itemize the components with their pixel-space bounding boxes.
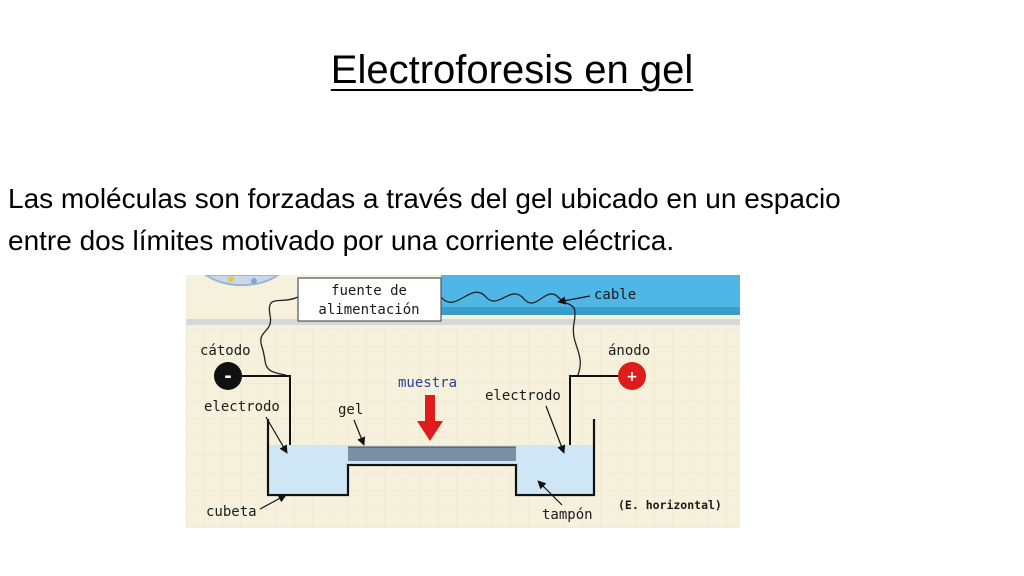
anode-terminal-icon: [618, 362, 646, 390]
sample-label: muestra: [398, 375, 457, 391]
gel-pointer: [353, 419, 366, 446]
electrode-right-pointer: [545, 405, 566, 454]
cable-left-wire: [260, 296, 299, 376]
body-line-2: entre dos límites motivado por una corri…: [8, 225, 675, 256]
tank-label: cubeta: [206, 504, 257, 520]
gel-slab: [348, 447, 516, 461]
slide-title: Electroforesis en gel: [330, 48, 694, 92]
sample-arrow-icon: [417, 395, 443, 441]
inner-frame: [186, 319, 740, 325]
decorative-cell-icon: [204, 275, 280, 287]
cathode-wire: [242, 375, 291, 473]
cable-label: cable: [594, 287, 636, 303]
gel-label: gel: [338, 402, 363, 418]
buffer-pointer: [537, 480, 563, 506]
cable-right-wire: [440, 291, 581, 376]
decorative-dot-icon: [251, 278, 257, 284]
anode-label: ánodo: [608, 343, 650, 359]
cable-pointer-arrow: [557, 295, 591, 305]
electrode-left-label: electrodo: [204, 399, 280, 415]
electrode-right-label: electrodo: [485, 388, 561, 404]
diagram-svg: fuente de alimentación cable cátodo - án…: [186, 275, 740, 528]
power-supply-label-line1: fuente de: [331, 283, 407, 299]
diagram-grid: [186, 323, 740, 528]
body-line-1: Las moléculas son forzadas a través del …: [8, 183, 841, 214]
electrode-left-pointer: [265, 416, 288, 454]
buffer-label: tampón: [542, 507, 593, 523]
electrophoresis-diagram: fuente de alimentación cable cátodo - án…: [186, 275, 740, 528]
diagram-caption: (E. horizontal): [618, 498, 722, 512]
cathode-label: cátodo: [200, 343, 251, 359]
cathode-sign: -: [224, 366, 231, 387]
power-supply-box: [297, 277, 442, 322]
anode-sign: +: [626, 369, 638, 385]
decorative-dot-icon: [228, 276, 234, 282]
anode-wire: [569, 375, 618, 473]
cathode-terminal-icon: [214, 362, 242, 390]
top-band-shade: [441, 307, 740, 315]
tank-pointer: [259, 494, 287, 510]
slide-body-text: Las moléculas son forzadas a través del …: [8, 178, 1008, 262]
power-supply-label-line2: alimentación: [318, 302, 419, 318]
